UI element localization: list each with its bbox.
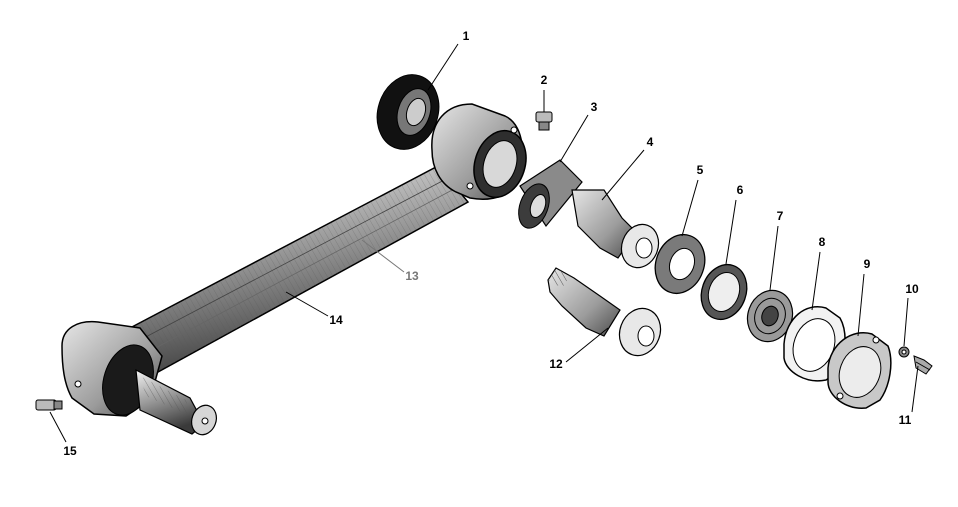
callout-13: 13 bbox=[361, 239, 419, 283]
callout-number: 1 bbox=[463, 29, 470, 43]
callout-15: 15 bbox=[49, 411, 77, 458]
leader-line bbox=[559, 114, 589, 163]
callout-number: 15 bbox=[63, 444, 77, 458]
leader-line bbox=[681, 179, 699, 237]
callout-6: 6 bbox=[725, 183, 744, 265]
callout-10: 10 bbox=[903, 282, 919, 347]
right-housing bbox=[431, 103, 527, 200]
bearing-part-6 bbox=[700, 263, 748, 321]
pin-part-12 bbox=[547, 267, 662, 357]
callout-1: 1 bbox=[427, 29, 470, 91]
callout-7: 7 bbox=[769, 209, 784, 291]
callout-number: 2 bbox=[541, 73, 548, 87]
callout-number: 13 bbox=[405, 269, 419, 283]
leader-line bbox=[601, 149, 645, 201]
ring-part-5 bbox=[654, 233, 706, 295]
callout-number: 10 bbox=[905, 282, 919, 296]
callout-5: 5 bbox=[681, 163, 704, 237]
callout-14: 14 bbox=[285, 291, 343, 327]
callout-11: 11 bbox=[899, 365, 919, 427]
callout-number: 4 bbox=[647, 135, 654, 149]
callout-number: 11 bbox=[899, 413, 912, 427]
leader-line bbox=[49, 411, 67, 443]
callout-number: 5 bbox=[697, 163, 704, 177]
callout-number: 9 bbox=[864, 257, 871, 271]
tube-part-14 bbox=[128, 165, 470, 373]
leader-line bbox=[911, 365, 919, 413]
callout-number: 12 bbox=[549, 357, 563, 371]
callout-12: 12 bbox=[549, 327, 609, 371]
leader-line bbox=[857, 273, 865, 337]
washer-part-10 bbox=[898, 346, 910, 358]
left-housing bbox=[61, 320, 217, 436]
callout-number: 8 bbox=[819, 235, 826, 249]
callout-number: 7 bbox=[777, 209, 784, 223]
callout-4: 4 bbox=[601, 135, 654, 201]
pin-part-4 bbox=[571, 189, 660, 269]
leader-line bbox=[725, 199, 737, 265]
leader-line bbox=[769, 225, 779, 291]
callout-number: 6 bbox=[737, 183, 744, 197]
leader-line bbox=[361, 239, 405, 273]
leader-line bbox=[427, 43, 459, 91]
boot-part-7 bbox=[746, 289, 794, 343]
cover-part-9 bbox=[827, 332, 892, 409]
callout-number: 14 bbox=[329, 313, 343, 327]
grease-fitting-part-15 bbox=[35, 399, 63, 411]
callout-8: 8 bbox=[811, 235, 826, 311]
callout-number: 3 bbox=[591, 100, 598, 114]
callout-3: 3 bbox=[559, 100, 598, 163]
leader-line bbox=[565, 327, 609, 363]
callout-9: 9 bbox=[857, 257, 871, 337]
leader-line bbox=[285, 291, 329, 317]
bearing-part-3 bbox=[518, 159, 583, 229]
grease-fitting-part-2 bbox=[535, 111, 553, 131]
callout-2: 2 bbox=[541, 73, 548, 112]
ring-part-1 bbox=[376, 74, 440, 150]
leader-line bbox=[903, 297, 909, 347]
bolt-part-11 bbox=[913, 355, 933, 375]
leader-line bbox=[811, 251, 821, 311]
